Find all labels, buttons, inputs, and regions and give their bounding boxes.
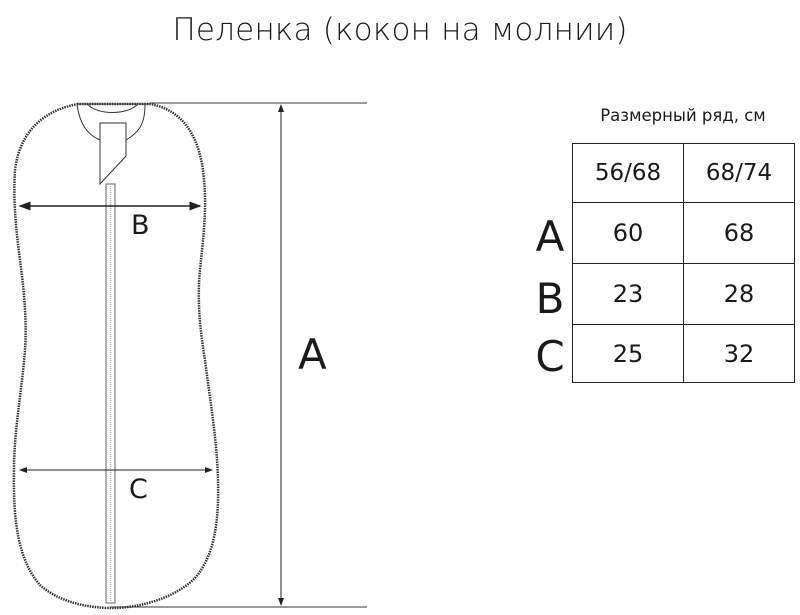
- label-c: C: [129, 474, 148, 505]
- label-b: B: [131, 210, 150, 241]
- table-row: 60 68: [572, 202, 795, 264]
- neck-tab: [99, 122, 127, 186]
- table-cell: 28: [683, 263, 795, 325]
- table-cell: 60: [572, 202, 684, 264]
- row-label-c: C: [535, 332, 565, 381]
- row-label-a: A: [535, 212, 565, 261]
- table-cell: 32: [683, 324, 795, 383]
- table-cell: 68: [683, 202, 795, 264]
- table-cell: 23: [572, 263, 684, 325]
- column-header: 56/68: [572, 143, 684, 203]
- table-cell: 25: [572, 324, 684, 383]
- size-table: 56/68 68/74 60 68 23 28 25 32: [572, 143, 795, 383]
- table-row: 25 32: [572, 324, 795, 383]
- collar: [76, 103, 150, 141]
- table-row: 23 28: [572, 263, 795, 325]
- column-header: 68/74: [683, 143, 795, 203]
- label-a: A: [298, 330, 327, 379]
- size-table-caption: Размерный ряд, см: [600, 106, 766, 125]
- swaddle-outline: [12, 102, 220, 610]
- page-title: Пеленка (кокон на молнии): [172, 12, 628, 48]
- table-header-row: 56/68 68/74: [572, 143, 795, 203]
- row-label-b: B: [535, 274, 565, 323]
